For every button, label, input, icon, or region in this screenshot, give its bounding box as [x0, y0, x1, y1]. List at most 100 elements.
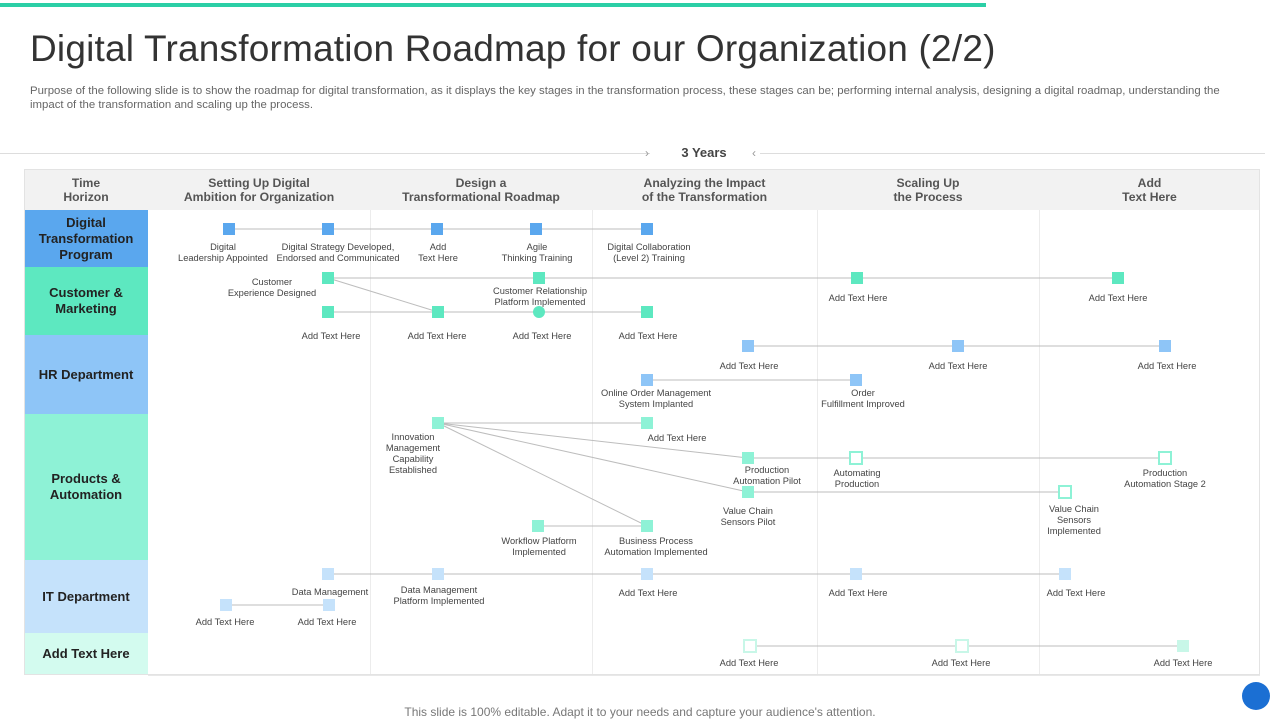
row-label-products-automation: Products & Automation [24, 414, 148, 561]
milestone-marker [1059, 568, 1071, 580]
milestone-label: Digital Strategy Developed, Endorsed and… [276, 242, 400, 263]
milestone-marker [322, 272, 334, 284]
milestone-label: Add Text Here [407, 331, 467, 341]
milestone-label: Online Order Management System Implanted [600, 388, 712, 409]
years-line-left [0, 153, 650, 154]
milestone-marker [850, 374, 862, 386]
milestone-marker [743, 639, 757, 653]
milestone-label: Add Text Here [828, 293, 888, 303]
arrow-right-icon: › [645, 146, 649, 160]
page-subtitle: Purpose of the following slide is to sho… [30, 85, 1220, 111]
milestone-label: Automating Production [833, 468, 881, 489]
milestone-label: Agile Thinking Training [501, 242, 573, 263]
header-phase-4: Scaling Up the Process [893, 175, 963, 204]
milestone-marker [952, 340, 964, 352]
milestone-marker [641, 374, 653, 386]
milestone-label: Order Fulfillment Improved [821, 388, 905, 409]
milestone-marker [850, 568, 862, 580]
milestone-label: Add Text Here [301, 331, 361, 341]
header-phase-3: Analyzing the Impact of the Transformati… [641, 175, 768, 204]
milestone-marker [849, 451, 863, 465]
arrow-left-icon: ‹ [752, 146, 756, 160]
header-time-horizon: Time Horizon [63, 175, 109, 204]
row-bg-1 [148, 210, 1260, 268]
milestone-marker [742, 340, 754, 352]
milestone-marker [323, 599, 335, 611]
milestone-label: Add Text Here [928, 361, 988, 371]
milestone-label: Add Text Here [618, 331, 678, 341]
row-bg-6 [148, 633, 1260, 676]
milestone-label: Add Text Here [618, 588, 678, 598]
milestone-marker [322, 223, 334, 235]
milestone-marker [641, 223, 653, 235]
milestone-marker [432, 306, 444, 318]
milestone-label: Add Text Here [297, 617, 357, 627]
column-divider [817, 210, 818, 675]
milestone-marker [1058, 485, 1072, 499]
milestone-label: Add Text Here [1153, 658, 1213, 668]
milestone-label: Add Text Here [719, 361, 779, 371]
milestone-label: Add Text Here [195, 617, 255, 627]
milestone-label: Customer Experience Designed [227, 277, 317, 298]
milestone-marker [533, 272, 545, 284]
header-phase-5: Add Text Here [1122, 175, 1177, 204]
milestone-label: Value Chain Sensors Implemented [1047, 504, 1101, 536]
row-label-add-text: Add Text Here [24, 633, 148, 676]
milestone-label: Add Text Here [1088, 293, 1148, 303]
milestone-marker [1158, 451, 1172, 465]
milestone-label: Value Chain Sensors Pilot [720, 506, 776, 527]
milestone-label: Business Process Automation Implemented [604, 536, 708, 557]
milestone-label: Digital Collaboration (Level 2) Training [607, 242, 691, 263]
top-accent-bar [0, 3, 986, 7]
milestone-label: Production Automation Pilot [733, 465, 801, 486]
milestone-marker [532, 520, 544, 532]
milestone-marker [1159, 340, 1171, 352]
milestone-marker [955, 639, 969, 653]
column-divider [592, 210, 593, 675]
milestone-label: Add Text Here [647, 433, 707, 443]
milestone-label: Add Text Here [719, 658, 779, 668]
milestone-marker [223, 223, 235, 235]
column-divider [1039, 210, 1040, 675]
milestone-label: Add Text Here [1046, 588, 1106, 598]
milestone-marker [742, 486, 754, 498]
milestone-label: Data Management Platform Implemented [393, 585, 485, 606]
milestone-markers [220, 223, 1189, 653]
milestone-marker [742, 452, 754, 464]
row-label-hr-department: HR Department [24, 335, 148, 415]
table-header [24, 169, 1260, 210]
milestone-marker [851, 272, 863, 284]
milestone-marker [530, 223, 542, 235]
milestone-label: Innovation Management Capability Establi… [385, 432, 441, 475]
milestone-marker [432, 568, 444, 580]
milestone-label: Customer Relationship Platform Implement… [492, 286, 588, 307]
milestone-marker [641, 417, 653, 429]
milestone-marker [1112, 272, 1124, 284]
milestone-label: Add Text Here [828, 588, 888, 598]
row-label-customer-marketing: Customer & Marketing [24, 267, 148, 336]
row-bg-3 [148, 335, 1260, 415]
milestone-label: Production Automation Stage 2 [1124, 468, 1206, 489]
years-line-right [760, 153, 1265, 154]
years-label: 3 Years [681, 145, 727, 160]
milestone-label: Add Text Here [512, 331, 572, 341]
milestone-marker [220, 599, 232, 611]
milestone-marker [641, 306, 653, 318]
footer-note: This slide is 100% editable. Adapt it to… [404, 705, 876, 719]
milestone-marker [431, 223, 443, 235]
row-label-digital-transformation: Digital Transformation Program [24, 210, 148, 268]
row-label-it-department: IT Department [24, 560, 148, 634]
column-divider [370, 210, 371, 675]
milestone-marker [432, 417, 444, 429]
milestone-marker [322, 306, 334, 318]
milestone-label: Add Text Here [1137, 361, 1197, 371]
header-phase-1: Setting Up Digital Ambition for Organiza… [183, 175, 335, 204]
page-title: Digital Transformation Roadmap for our O… [30, 28, 996, 69]
circle-button[interactable] [1242, 682, 1270, 710]
milestone-marker [641, 568, 653, 580]
milestone-marker [533, 306, 545, 318]
milestone-label: Digital Leadership Appointed [178, 242, 268, 263]
milestone-marker [1177, 640, 1189, 652]
milestone-label: Add Text Here [931, 658, 991, 668]
